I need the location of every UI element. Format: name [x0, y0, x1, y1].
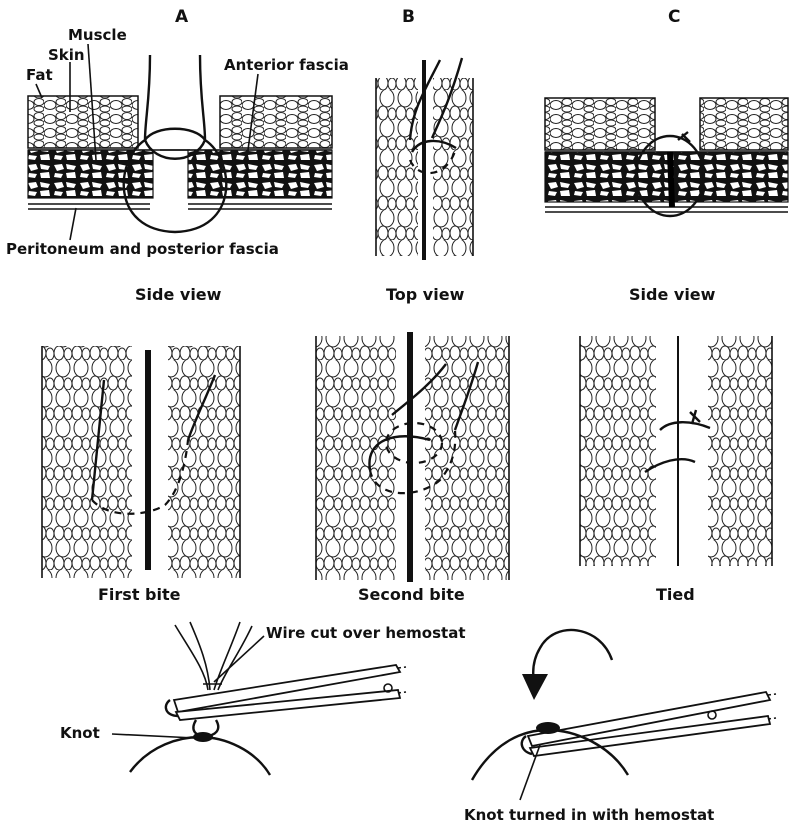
leader-wire-cut [214, 636, 264, 682]
panel-letter-a: A [175, 7, 189, 27]
leader-knot [112, 734, 195, 738]
panel-tied [580, 336, 772, 566]
label-wire-cut: Wire cut over hemostat [266, 624, 466, 642]
tissue-right-1 [168, 346, 240, 578]
fat-layer-left [28, 96, 138, 148]
muscle-layer-left [28, 150, 153, 198]
leader-peritoneum [70, 208, 76, 240]
label-knot-turned: Knot turned in with hemostat [464, 806, 714, 824]
muscle-layer-right [188, 150, 332, 198]
wire-arcs-1 [130, 737, 270, 775]
knot-tied [690, 410, 700, 424]
tied-suture-upper [660, 422, 710, 430]
tissue-left-1 [42, 346, 132, 578]
panel-letter-b: B [402, 7, 415, 27]
label-knot: Knot [60, 724, 100, 742]
label-muscle: Muscle [68, 26, 127, 44]
tissue-left-2 [316, 336, 396, 580]
label-peritoneum: Peritoneum and posterior fascia [6, 240, 279, 258]
panel-c-side-view [545, 98, 788, 216]
panel-letter-c: C [668, 7, 680, 27]
tissue-left-3 [580, 336, 656, 566]
knot-turned-illustration [472, 630, 776, 800]
knot-mark-1 [193, 732, 213, 742]
caption-second-bite: Second bite [358, 585, 465, 604]
label-skin: Skin [48, 46, 85, 64]
panel-first-bite [42, 346, 240, 578]
fat-layer-left-c [545, 98, 655, 150]
hemostat-cut-illustration [112, 622, 406, 775]
wire-loop-a [124, 55, 227, 232]
caption-first-bite: First bite [98, 585, 181, 604]
tissue-left-b [376, 78, 418, 256]
caption-c: Side view [629, 285, 716, 304]
panel-second-bite [316, 332, 509, 582]
caption-b: Top view [386, 285, 465, 304]
knot-mark-2 [536, 722, 560, 734]
fat-layer-right-c [700, 98, 788, 150]
fat-layer-right [220, 96, 332, 148]
caption-tied: Tied [656, 585, 695, 604]
label-fat: Fat [26, 66, 53, 84]
panel-b-top-view [376, 58, 473, 260]
tissue-right-3 [708, 336, 772, 566]
caption-a: Side view [135, 285, 222, 304]
label-anterior-fascia: Anterior fascia [224, 56, 349, 74]
tissue-right-b [433, 78, 473, 256]
muscle-layer-c [545, 152, 788, 202]
